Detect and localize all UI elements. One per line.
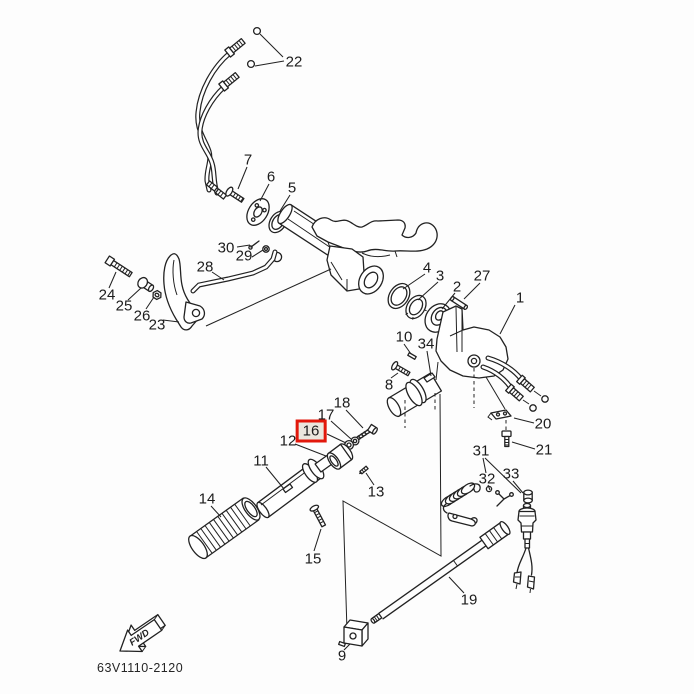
callout-4[interactable]: 4 — [422, 259, 432, 277]
callout-23[interactable]: 23 — [148, 316, 166, 334]
callout-2[interactable]: 2 — [452, 278, 462, 296]
callout-33[interactable]: 33 — [502, 465, 520, 483]
callout-30[interactable]: 30 — [217, 239, 235, 257]
callout-25[interactable]: 25 — [115, 297, 133, 315]
callout-27[interactable]: 27 — [473, 267, 491, 285]
pin — [407, 352, 417, 360]
bracket-yoke — [311, 217, 438, 253]
cable-sheath-end — [205, 180, 219, 192]
callout-3[interactable]: 3 — [435, 267, 445, 285]
bolt-icon — [104, 255, 133, 278]
callout-20[interactable]: 20 — [534, 415, 552, 433]
cable-end-ball — [252, 26, 262, 36]
bolt-icon — [501, 430, 512, 448]
cable-end-ball — [541, 395, 549, 403]
diagram-code: 63V1110-2120 — [97, 661, 184, 675]
flange-plate — [246, 198, 270, 226]
grip-bushing — [326, 443, 354, 470]
callout-12[interactable]: 12 — [279, 432, 297, 450]
callout-6[interactable]: 6 — [266, 168, 276, 186]
cable-adjuster-icon — [218, 71, 240, 92]
callout-1[interactable]: 1 — [515, 289, 525, 307]
thumb-screw — [366, 423, 378, 435]
screw-icon — [391, 360, 411, 377]
cable-adjuster-icon — [505, 383, 524, 402]
callout-21[interactable]: 21 — [535, 441, 553, 459]
callout-28[interactable]: 28 — [196, 258, 214, 276]
cable-adjuster-icon — [224, 37, 246, 58]
callout-19[interactable]: 19 — [460, 591, 478, 609]
nut-icon — [152, 289, 162, 301]
kill-switch-group — [440, 482, 537, 594]
screw-icon — [225, 186, 245, 203]
lanyard-coil — [440, 482, 481, 514]
cable-end-ball — [246, 59, 256, 69]
kill-switch — [512, 502, 537, 594]
washer — [262, 245, 270, 253]
steering-rod-group — [338, 520, 511, 648]
cable-sheath-end — [214, 188, 228, 200]
callout-14[interactable]: 14 — [198, 490, 216, 508]
throttle-shaft-group — [256, 443, 369, 528]
callout-18[interactable]: 18 — [333, 394, 351, 412]
callout-11[interactable]: 11 — [253, 452, 269, 470]
pivot-barrel — [358, 265, 384, 295]
tube-slot — [423, 372, 436, 383]
cable-end-ball — [529, 404, 537, 412]
swivel-bracket-block — [338, 619, 369, 648]
callout-22[interactable]: 22 — [285, 53, 303, 71]
callout-9[interactable]: 9 — [337, 647, 347, 665]
callout-29[interactable]: 29 — [235, 247, 253, 265]
steering-bracket — [277, 203, 438, 295]
set-screw — [359, 465, 369, 475]
shift-lever-group — [104, 253, 332, 331]
callout-7[interactable]: 7 — [243, 151, 253, 169]
boss-hole — [467, 354, 481, 368]
washer — [405, 294, 427, 320]
callout-15[interactable]: 15 — [304, 550, 322, 568]
callout-17[interactable]: 17 — [317, 406, 335, 424]
bushing — [137, 276, 155, 293]
friction-screw-group — [343, 423, 378, 451]
shift-link-rod — [190, 240, 283, 294]
pin — [250, 240, 260, 248]
callout-10[interactable]: 10 — [395, 328, 413, 346]
callout-5[interactable]: 5 — [287, 179, 297, 197]
callout-32[interactable]: 32 — [478, 470, 496, 488]
cable-adjuster-icon — [516, 374, 535, 393]
handle-grip — [188, 497, 261, 560]
throttle-cables — [195, 26, 262, 200]
bracket-washers — [387, 282, 469, 333]
callout-34[interactable]: 34 — [417, 335, 435, 353]
callout-16[interactable]: 16 — [295, 419, 327, 443]
callout-8[interactable]: 8 — [384, 376, 394, 394]
switch-cap — [523, 489, 533, 504]
callout-24[interactable]: 24 — [98, 286, 116, 304]
tiller-handle-body — [386, 305, 549, 448]
leader-lines — [108, 33, 536, 651]
callout-26[interactable]: 26 — [133, 307, 151, 325]
fork-clip — [495, 490, 514, 507]
screw-icon — [309, 504, 327, 528]
rod-threaded-tip — [370, 612, 383, 624]
callout-31[interactable]: 31 — [472, 442, 490, 460]
callout-13[interactable]: 13 — [367, 483, 385, 501]
fwd-arrow: FWD — [119, 613, 166, 653]
